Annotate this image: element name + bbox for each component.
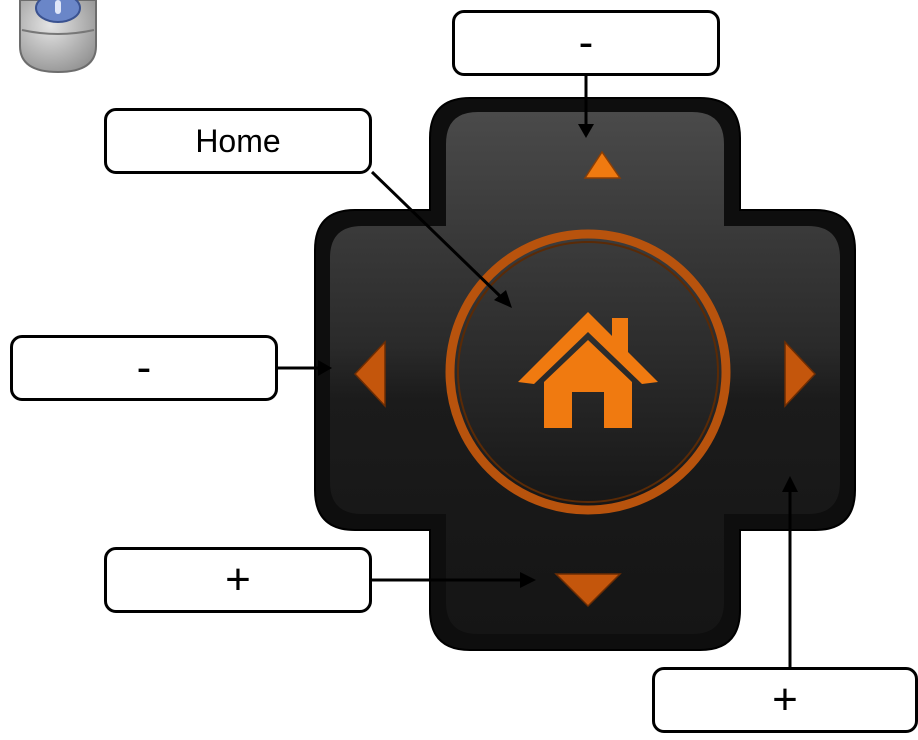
down-arrow-button[interactable] [554,573,622,608]
connector-left [278,360,332,376]
house-icon [518,312,658,428]
label-home-text: Home [195,123,281,159]
connector-right [782,476,798,667]
label-down-plus: + [104,547,372,613]
right-arrow-button[interactable] [784,340,817,408]
label-right-text: + [772,675,798,724]
connector-up [578,76,594,138]
connector-down [372,572,536,588]
label-left-minus: - [10,335,278,401]
label-up-minus: - [452,10,720,76]
left-arrow-button[interactable] [353,340,386,408]
label-right-plus: + [652,667,918,733]
connector-home [370,170,512,308]
label-home: Home [104,108,372,174]
label-down-text: + [225,555,251,604]
home-button[interactable] [445,229,731,515]
up-arrow-button[interactable] [583,150,622,179]
label-left-text: - [136,343,152,392]
label-up-text: - [578,18,594,67]
mouse-icon [19,0,97,74]
